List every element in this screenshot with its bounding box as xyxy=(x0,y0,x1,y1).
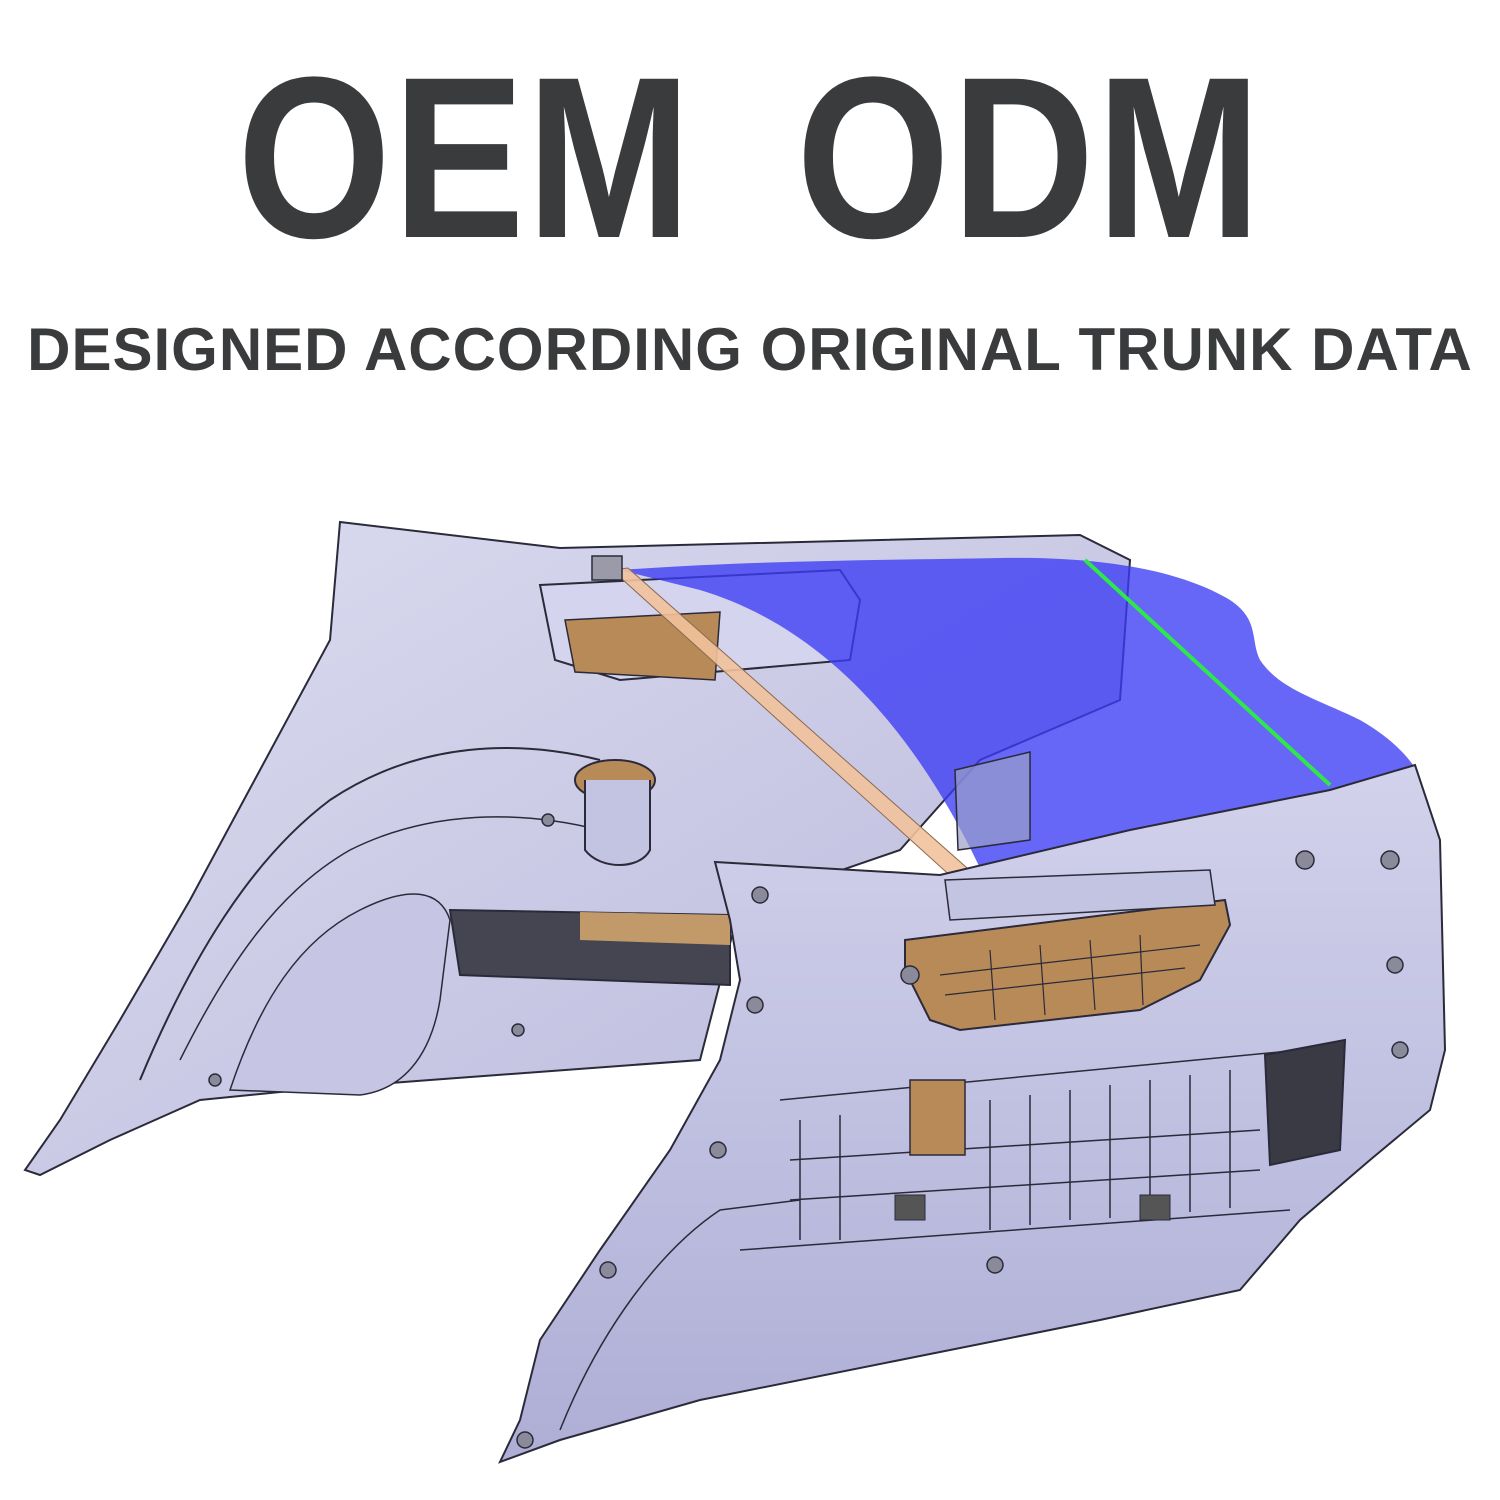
luggage-cover xyxy=(620,557,1415,868)
vent-grille xyxy=(1263,1038,1347,1167)
trunk-panel-render xyxy=(23,520,1447,1464)
tagline: DESIGNED ACCORDING ORIGINAL TRUNK DATA xyxy=(27,316,1473,383)
handle-tray xyxy=(904,898,1232,1032)
guide-line xyxy=(1083,558,1332,787)
headline: OEM ODM xyxy=(105,29,1395,286)
headline-odm: ODM xyxy=(796,29,1263,286)
headline-oem: OEM xyxy=(237,29,693,286)
